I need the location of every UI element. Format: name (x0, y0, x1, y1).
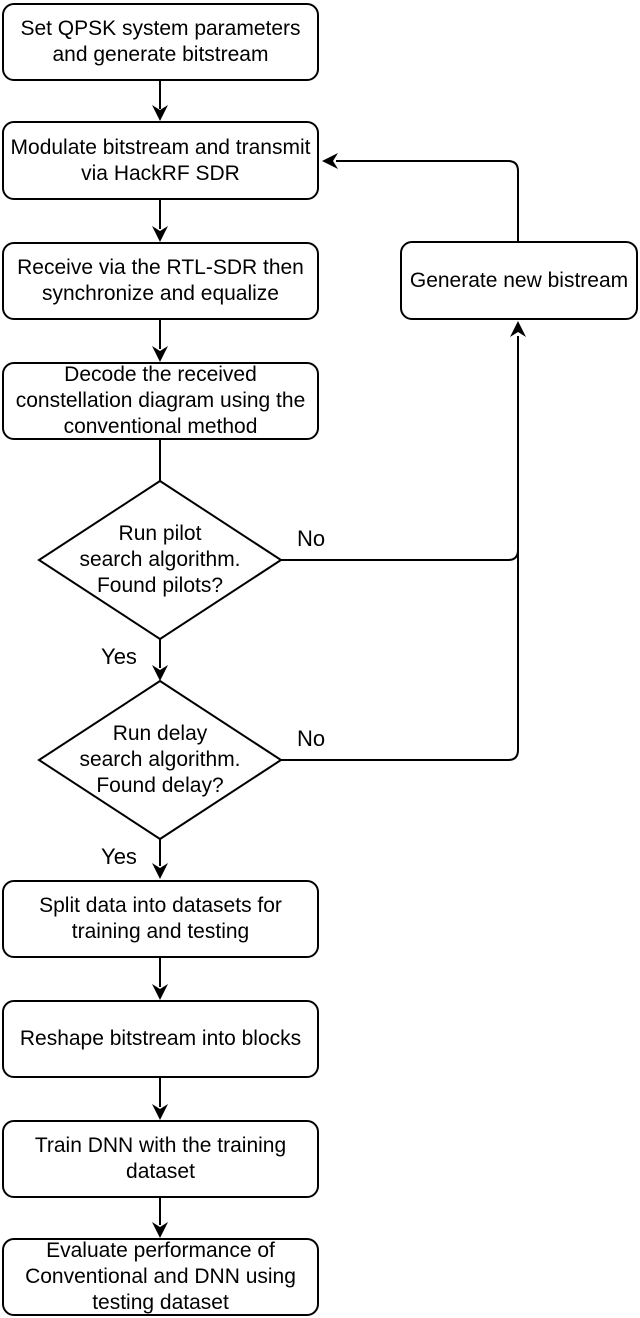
arrowhead-reshape-to-train (152, 1104, 168, 1120)
decision-delay-shape (37, 679, 283, 841)
edge-label-delay-no: No (296, 726, 326, 751)
arrowhead-into-generate (510, 321, 526, 337)
arrowhead-set-to-modulate (152, 105, 168, 121)
edge-label-pilot-no: No (296, 526, 326, 551)
process-decode-constellation: Decode the received constellation diagra… (2, 362, 319, 440)
arrowhead-pilot-yes (152, 665, 168, 681)
arrowhead-modulate-to-receive (152, 226, 168, 242)
edge-label-delay-yes: Yes (101, 844, 137, 869)
process-split-datasets: Split data into datasets for training an… (2, 880, 319, 958)
decision-pilot-shape (37, 479, 283, 641)
edge-delay-no (281, 336, 519, 761)
edge-generate-to-modulate (336, 160, 519, 241)
process-modulate-transmit: Modulate bitstream and transmit via Hack… (2, 121, 319, 200)
process-evaluate-performance: Evaluate performance of Conventional and… (2, 1238, 319, 1316)
arrowhead-generate-to-modulate (322, 153, 338, 169)
process-receive-synchronize: Receive via the RTL-SDR then synchronize… (2, 242, 319, 320)
decision-delay-label: Run delay search algorithm. Found delay? (79, 722, 241, 797)
process-train-dnn: Train DNN with the training dataset (2, 1120, 319, 1198)
arrowhead-split-to-reshape (152, 984, 168, 1000)
arrowhead-receive-to-decode (152, 346, 168, 362)
arrowhead-train-to-evaluate (152, 1222, 168, 1238)
process-set-qpsk-parameters: Set QPSK system parameters and generate … (2, 3, 319, 81)
process-generate-new-bitstream: Generate new bistream (400, 241, 638, 320)
edge-label-pilot-yes: Yes (101, 644, 137, 669)
arrowhead-delay-yes (152, 863, 168, 879)
process-reshape-bitstream: Reshape bitstream into blocks (2, 1000, 319, 1078)
decision-pilot-label: Run pilot search algorithm. Found pilots… (79, 522, 241, 597)
